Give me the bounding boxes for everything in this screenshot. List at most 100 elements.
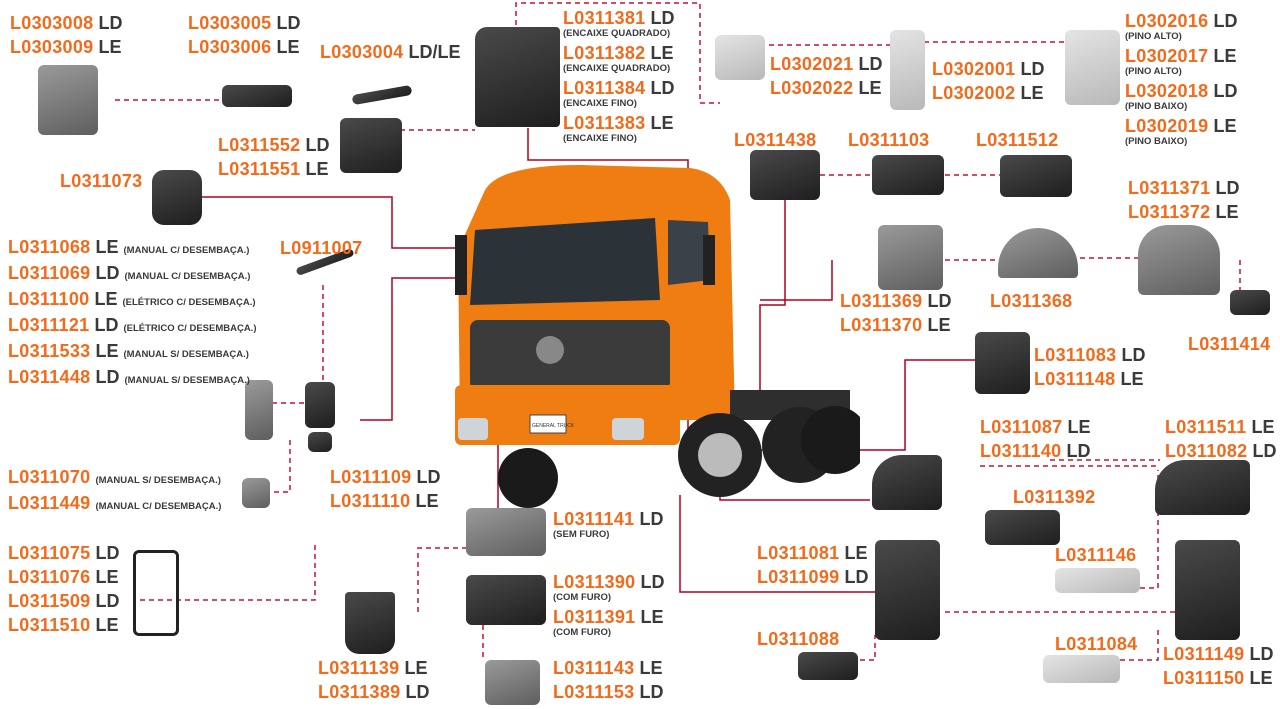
part-label: L0311103: [848, 129, 929, 153]
part-label-group: L0311073: [60, 170, 142, 194]
part-side: LD: [94, 315, 119, 335]
part-note: (MANUAL C/ DESEMBAÇA.): [123, 245, 250, 256]
part-code: L0311076: [8, 567, 91, 587]
part-label: L0311512: [976, 129, 1058, 153]
door-panel-image: [340, 118, 402, 173]
part-note: (MANUAL S/ DESEMBAÇA.): [124, 375, 250, 386]
mirror-image: [305, 382, 335, 428]
part-code: L0311073: [60, 171, 143, 191]
part-side: LD: [1252, 441, 1277, 461]
part-side: LE: [1120, 369, 1144, 389]
part-code: L0302001: [932, 59, 1016, 79]
part-code: L0311103: [848, 130, 930, 150]
part-side: LD: [1213, 11, 1238, 31]
part-side: LE: [1213, 46, 1237, 66]
side-panel-image: [466, 508, 546, 556]
side-window: [668, 220, 710, 285]
part-note: (PINO ALTO): [1125, 66, 1182, 77]
part-label: L0311449(MANUAL C/ DESEMBAÇA.): [8, 492, 221, 518]
part-side: LD: [95, 591, 120, 611]
part-side: LD: [98, 13, 123, 33]
part-code: L0311369: [840, 291, 923, 311]
part-code: L0311533: [8, 341, 91, 361]
part-label-group: L0311512: [976, 129, 1058, 153]
part-code: L0303009: [10, 37, 94, 57]
part-label: L0311414: [1188, 333, 1270, 357]
part-note: (MANUAL S/ DESEMBAÇA.): [95, 475, 221, 486]
step-plate-image: [985, 510, 1060, 545]
part-code: L0311371: [1128, 178, 1211, 198]
mirror-arm: [703, 235, 715, 285]
window-regulator-image: [890, 30, 925, 110]
part-side: LE: [1213, 116, 1237, 136]
part-side: LE: [276, 37, 300, 57]
leader-line: [1120, 630, 1159, 661]
part-label-group: L0311392: [1013, 486, 1095, 510]
part-side: LE: [95, 567, 119, 587]
part-code: L0302018: [1125, 81, 1209, 101]
part-label: L0311088: [757, 628, 839, 652]
part-code: L0303005: [188, 13, 272, 33]
part-code: L0311084: [1055, 634, 1138, 654]
mudguard-image: [878, 225, 943, 290]
part-code: L0311509: [8, 591, 91, 611]
headlight-left: [458, 418, 488, 440]
mirror-arm-image: [133, 550, 179, 636]
part-label-group: L0311368: [990, 290, 1072, 314]
part-note: (ELÉTRICO C/ DESEMBAÇA.): [123, 323, 257, 334]
part-code: L0311143: [553, 658, 635, 678]
door-image: [475, 27, 560, 127]
step-cover-image: [1155, 460, 1250, 515]
part-code: L0311552: [218, 135, 301, 155]
part-side: LD: [95, 367, 120, 387]
part-side: LE: [858, 78, 882, 98]
part-note: (ELÉTRICO C/ DESEMBAÇA.): [122, 297, 256, 308]
part-code: L0311070: [8, 467, 91, 487]
part-code: L0302022: [770, 78, 854, 98]
part-side: LD: [416, 467, 441, 487]
part-side: LD: [640, 572, 665, 592]
window-motor-image: [715, 35, 765, 80]
part-code: L0302017: [1125, 46, 1209, 66]
part-label: L0311392: [1013, 486, 1095, 510]
part-code: L0311448: [8, 367, 91, 387]
part-note: (MANUAL C/ DESEMBAÇA.): [95, 501, 222, 512]
part-code: L0311141: [553, 509, 635, 529]
part-side: LD: [1020, 59, 1045, 79]
part-side: LE: [650, 43, 674, 63]
part-label-group: L0311146: [1055, 544, 1136, 568]
part-code: L0302019: [1125, 116, 1209, 136]
part-note: (COM FURO): [553, 592, 612, 603]
part-side: LE: [95, 615, 119, 635]
part-side: LE: [639, 658, 663, 678]
part-code: L0311551: [218, 159, 301, 179]
part-label: L0311073: [60, 170, 142, 194]
